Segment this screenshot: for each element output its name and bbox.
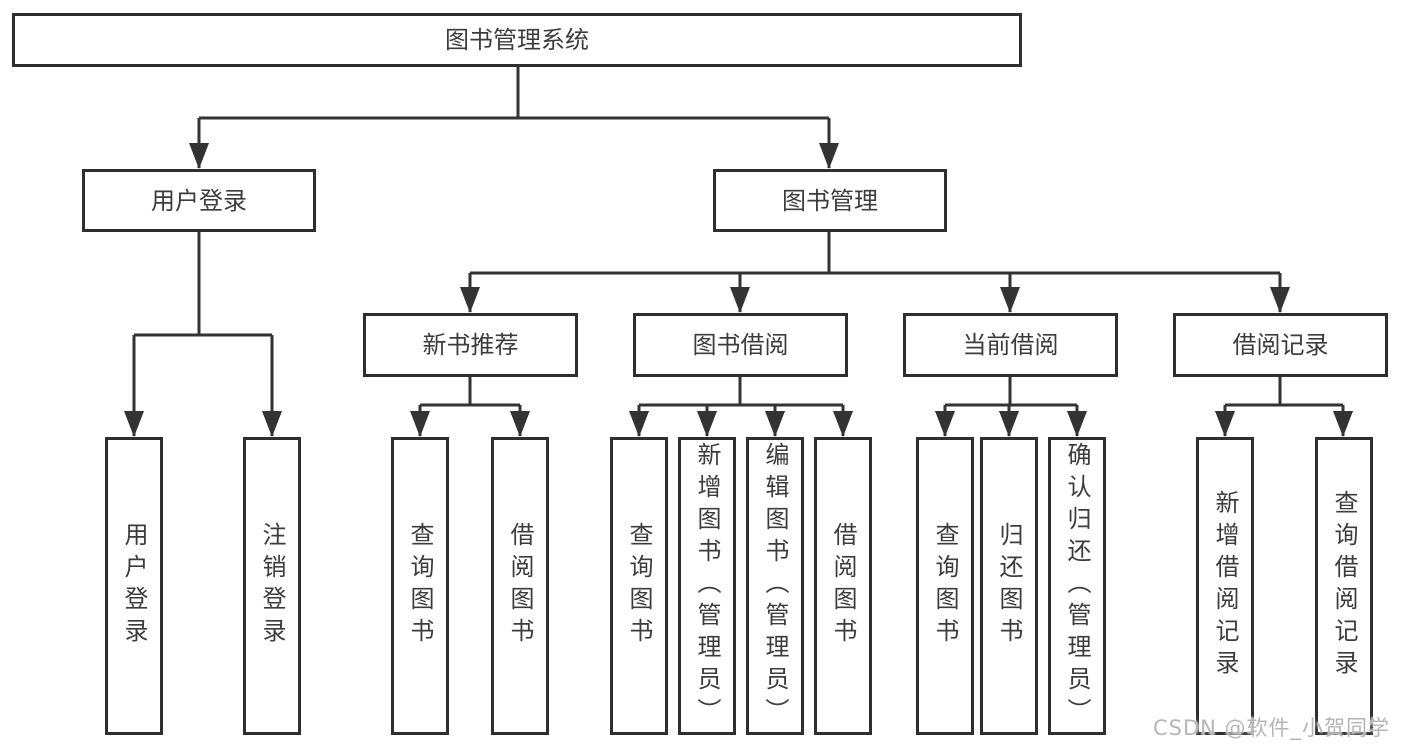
leaf-query-books-under-current: 查询图书 (916, 437, 974, 735)
leaf-add-borrow-record: 新增借阅记录 (1196, 437, 1254, 735)
leaf-edit-book-admin: 编辑图书（管理员） (746, 437, 804, 735)
leaf-borrow-books-under-recommendation: 借阅图书 (491, 437, 549, 735)
connector-user-login-to-leaves (132, 232, 274, 436)
node-user-login: 用户登录 (82, 169, 316, 232)
leaf-confirm-return-admin: 确认归还（管理员） (1048, 437, 1106, 735)
node-library-management-system: 图书管理系统 (12, 13, 1022, 67)
node-book-borrowing: 图书借阅 (633, 313, 848, 377)
node-book-management: 图书管理 (713, 169, 947, 232)
arrowhead-icon (819, 143, 839, 169)
connector-root-to-level2 (197, 67, 831, 168)
arrowhead-icon (629, 411, 649, 437)
leaf-query-books-under-borrowing: 查询图书 (610, 437, 668, 735)
arrowhead-icon (999, 411, 1019, 437)
arrowhead-icon (697, 411, 717, 437)
arrowhead-icon (1067, 411, 1087, 437)
arrowhead-icon (730, 287, 750, 313)
arrowhead-icon (1215, 411, 1235, 437)
connector-borrow-records-to-leaves (1223, 377, 1345, 436)
leaf-user-login: 用户登录 (105, 437, 163, 735)
leaf-logout: 注销登录 (243, 437, 301, 735)
arrowhead-icon (1000, 287, 1020, 313)
node-current-borrowing: 当前借阅 (903, 313, 1118, 377)
arrowhead-icon (124, 411, 144, 437)
arrowhead-icon (1270, 287, 1290, 313)
arrowhead-icon (262, 411, 282, 437)
arrowhead-icon (833, 411, 853, 437)
arrowhead-icon (765, 411, 785, 437)
arrowhead-icon (1333, 411, 1353, 437)
node-new-book-recommendation: 新书推荐 (363, 313, 578, 377)
connector-new-book-rec-to-leaves (418, 377, 522, 436)
csdn-watermark: CSDN @软件_小贺同学 (1153, 716, 1391, 740)
arrowhead-icon (510, 411, 530, 437)
arrowhead-icon (189, 143, 209, 169)
connector-book-mgmt-to-level3 (468, 232, 1282, 312)
connector-book-borrow-to-leaves (637, 377, 845, 436)
leaf-return-book: 归还图书 (980, 437, 1038, 735)
arrowhead-icon (935, 411, 955, 437)
node-borrowing-records: 借阅记录 (1173, 313, 1388, 377)
leaf-query-books-under-recommendation: 查询图书 (391, 437, 449, 735)
leaf-query-borrow-record: 查询借阅记录 (1315, 437, 1373, 735)
leaf-add-book-admin: 新增图书（管理员） (678, 437, 736, 735)
leaf-borrow-books-under-borrowing: 借阅图书 (814, 437, 872, 735)
arrowhead-icon (460, 287, 480, 313)
arrowhead-icon (410, 411, 430, 437)
